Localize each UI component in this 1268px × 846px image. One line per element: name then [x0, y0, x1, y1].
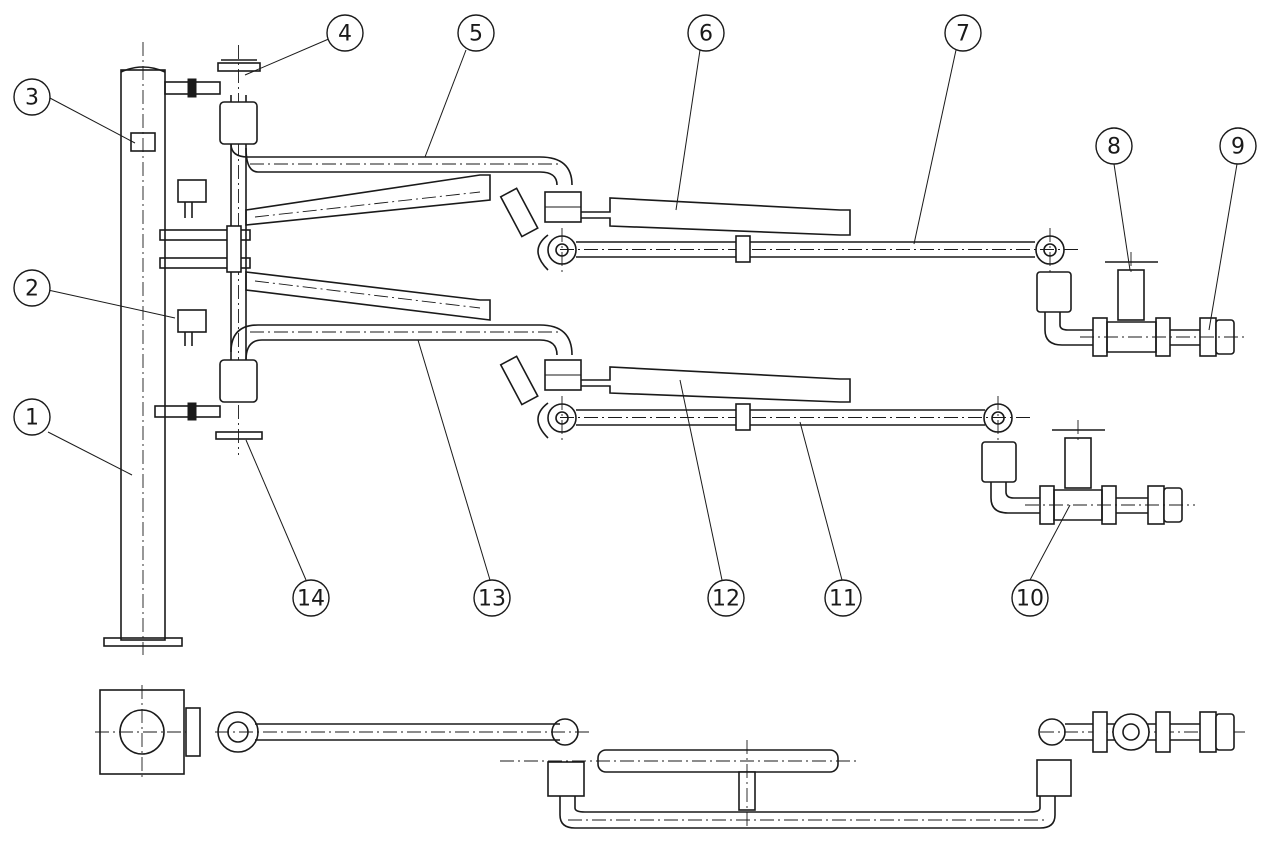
- callout-11: 11: [824, 579, 862, 617]
- callout-12-label: 12: [712, 587, 740, 612]
- callout-8: 8: [1095, 127, 1133, 165]
- callout-12: 12: [707, 579, 745, 617]
- callout-14-label: 14: [297, 587, 325, 612]
- callout-6-label: 6: [699, 22, 713, 47]
- callout-1: 1: [13, 398, 51, 436]
- callout-6: 6: [687, 14, 725, 52]
- support-column: [103, 42, 183, 655]
- lower-outer-arm: [499, 355, 1045, 514]
- lower-inner-arm: [230, 271, 573, 361]
- column-brackets: [154, 78, 251, 421]
- callout-2: 2: [13, 269, 51, 307]
- callout-10-label: 10: [1016, 587, 1044, 612]
- callout-8-label: 8: [1107, 135, 1121, 160]
- upper-inner-arm: [230, 143, 573, 226]
- callout-4: 4: [326, 14, 364, 52]
- callout-3-label: 3: [25, 86, 39, 111]
- upper-valve-assembly: [1080, 252, 1245, 357]
- callout-2-label: 2: [25, 277, 39, 302]
- callout-10: 10: [1011, 579, 1049, 617]
- callout-9: 9: [1219, 127, 1257, 165]
- callout-1-label: 1: [25, 406, 39, 431]
- callout-3: 3: [13, 78, 51, 116]
- callout-7-label: 7: [956, 22, 970, 47]
- callout-5: 5: [457, 14, 495, 52]
- callout-14: 14: [292, 579, 330, 617]
- callout-5-label: 5: [469, 22, 483, 47]
- callout-11-label: 11: [829, 587, 857, 612]
- leader-lines: [47, 37, 1238, 581]
- callout-13: 13: [473, 579, 511, 617]
- callout-9-label: 9: [1231, 135, 1245, 160]
- callout-13-label: 13: [478, 587, 506, 612]
- callout-4-label: 4: [338, 22, 352, 47]
- callout-7: 7: [944, 14, 982, 52]
- plan-view: [95, 685, 1245, 830]
- lower-valve-assembly: [1025, 420, 1195, 525]
- upper-outer-arm: [499, 187, 1100, 346]
- elevation-view: [103, 42, 1245, 655]
